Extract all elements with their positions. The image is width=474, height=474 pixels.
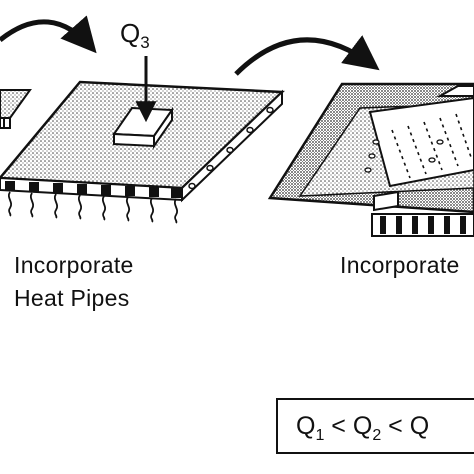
- inequality-text: Q1 < Q2 < Q: [296, 412, 430, 444]
- left-partial-plate: [0, 89, 32, 129]
- curved-arrow-1: [0, 15, 97, 54]
- caption-left-line1: Incorporate: [14, 252, 134, 278]
- heat-pipe-plate: [0, 80, 285, 224]
- q3-label: Q3: [120, 18, 150, 53]
- inequality-box: Q1 < Q2 < Q: [276, 398, 474, 454]
- caption-left-line2: Heat Pipes: [14, 285, 130, 311]
- curved-arrow-2: [234, 35, 380, 76]
- caption-right: Incorporate: [340, 252, 460, 278]
- embedded-device-plate: [267, 82, 474, 237]
